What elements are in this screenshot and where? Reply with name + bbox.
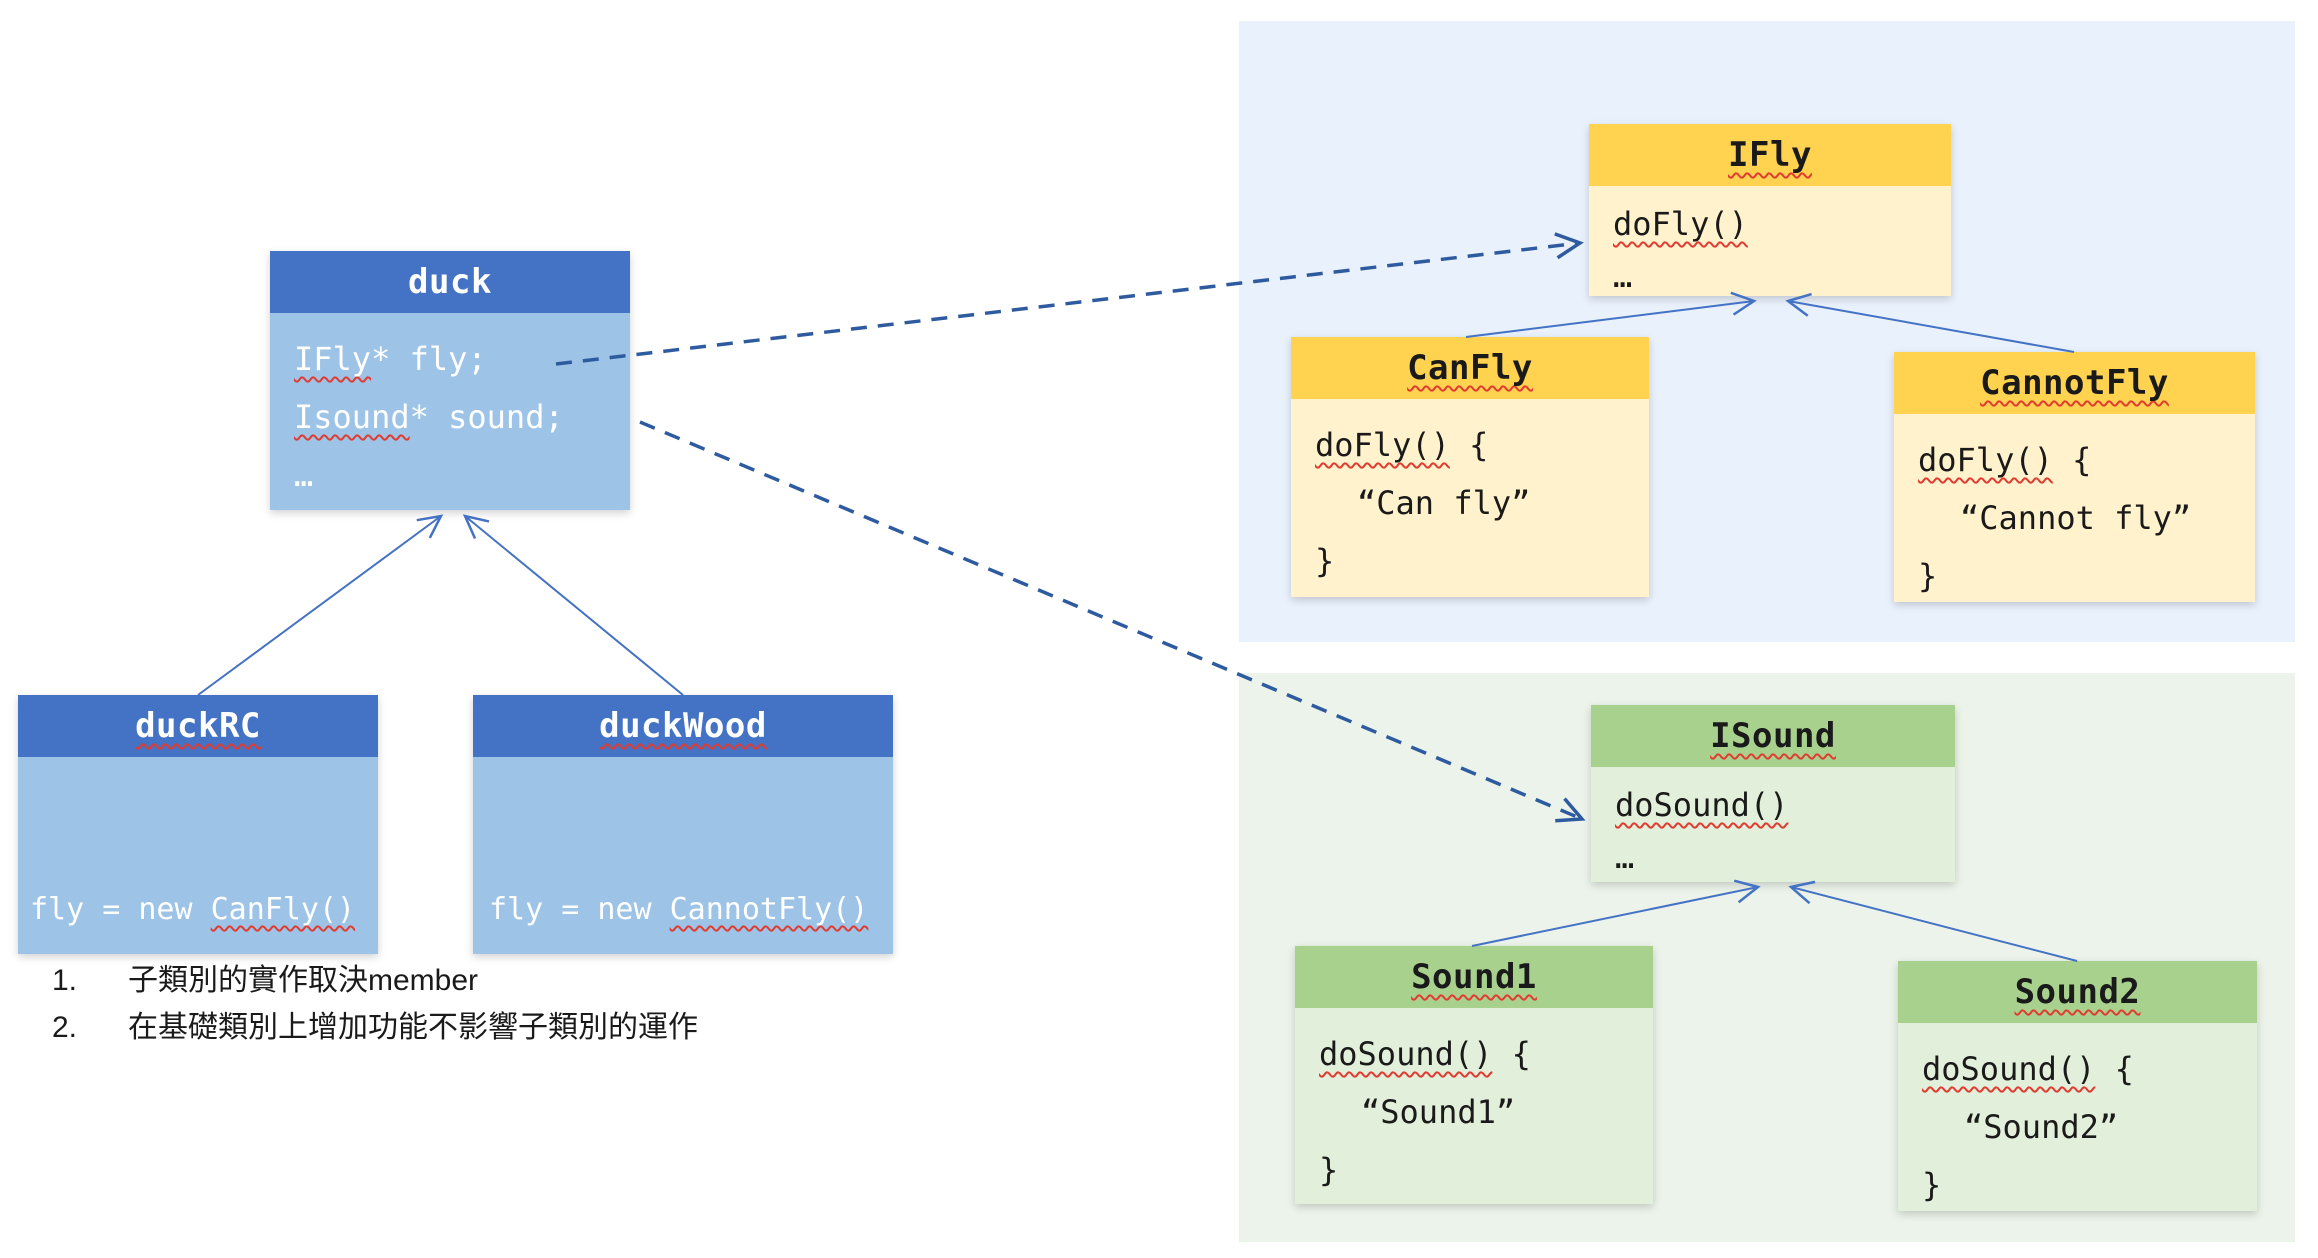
class-title-text: Sound1 bbox=[1411, 957, 1537, 997]
note-text: 在基礎類別上增加功能不影響子類別的運作 bbox=[128, 1010, 698, 1044]
class-box-sound2: Sound2 doSound() { “Sound2” } bbox=[1898, 961, 2257, 1211]
class-title-canfly: CanFly bbox=[1291, 337, 1649, 399]
class-title-text: duck bbox=[408, 262, 492, 302]
note-number: 1. bbox=[52, 964, 78, 997]
inheritance-arrow-duckwood-duck bbox=[462, 514, 684, 696]
code-token: Isound bbox=[294, 398, 410, 436]
class-title-text: IFly bbox=[1728, 135, 1812, 175]
code-line: doFly() { bbox=[1315, 421, 1625, 469]
class-title-cannotfly: CannotFly bbox=[1894, 352, 2255, 414]
code-line: } bbox=[1918, 557, 1938, 595]
code-line: … bbox=[1613, 257, 1633, 295]
class-title-text: duckRC bbox=[135, 706, 261, 746]
note-item-1: 1. 子類別的實作取決member bbox=[52, 958, 698, 1005]
class-box-canfly: CanFly doFly() { “Can fly” } bbox=[1291, 337, 1649, 597]
class-body-duckwood: fly = new CannotFly() bbox=[473, 757, 893, 954]
class-title-sound1: Sound1 bbox=[1295, 946, 1653, 1008]
code-token: CanFly() bbox=[210, 892, 356, 927]
code-line: “Sound2” bbox=[1964, 1108, 2119, 1146]
code-line: IFly* fly; bbox=[294, 335, 606, 383]
code-line: doSound() bbox=[1615, 781, 1931, 829]
class-title-text: ISound bbox=[1710, 716, 1836, 756]
class-box-ifly: IFly doFly() … bbox=[1589, 124, 1951, 296]
code-line: … bbox=[294, 456, 314, 494]
code-line: “Can fly” bbox=[1357, 484, 1531, 522]
code-token: doFly() bbox=[1315, 426, 1450, 464]
code-token: fly = new bbox=[489, 892, 670, 927]
class-box-duck: duck IFly* fly; Isound* sound; … bbox=[270, 251, 630, 510]
class-title-duckwood: duckWood bbox=[473, 695, 893, 757]
inheritance-arrow-duckrc-duck bbox=[197, 514, 444, 696]
class-body-isound: doSound() … bbox=[1591, 767, 1955, 882]
class-box-duckrc: duckRC fly = new CanFly() bbox=[18, 695, 378, 954]
code-line: fly = new CannotFly() bbox=[489, 887, 885, 932]
class-title-duck: duck bbox=[270, 251, 630, 313]
class-title-sound2: Sound2 bbox=[1898, 961, 2257, 1023]
code-line: } bbox=[1922, 1166, 1942, 1204]
class-title-isound: ISound bbox=[1591, 705, 1955, 767]
code-token: doSound() bbox=[1615, 786, 1789, 824]
code-token: doFly() bbox=[1918, 441, 2053, 479]
class-body-duck: IFly* fly; Isound* sound; … bbox=[270, 313, 630, 510]
code-token: doSound() bbox=[1319, 1035, 1493, 1073]
class-title-text: CannotFly bbox=[1980, 363, 2169, 403]
code-line: doSound() { bbox=[1319, 1030, 1629, 1078]
code-token: { bbox=[1492, 1035, 1531, 1073]
code-line: } bbox=[1315, 542, 1335, 580]
code-token: { bbox=[2052, 441, 2092, 479]
code-token: CannotFly() bbox=[669, 892, 869, 927]
note-text: 子類別的實作取決member bbox=[128, 964, 479, 997]
class-title-duckrc: duckRC bbox=[18, 695, 378, 757]
code-token: doFly() bbox=[1613, 205, 1748, 243]
code-line: doFly() bbox=[1613, 200, 1927, 248]
class-title-text: duckWood bbox=[599, 706, 767, 746]
note-item-2: 2. 在基礎類別上增加功能不影響子類別的運作 bbox=[52, 1005, 698, 1052]
code-line: fly = new CanFly() bbox=[30, 887, 370, 932]
class-title-text: CanFly bbox=[1407, 348, 1533, 388]
note-number: 2. bbox=[52, 1010, 78, 1044]
class-body-duckrc: fly = new CanFly() bbox=[18, 757, 378, 954]
code-line: Isound* sound; bbox=[294, 393, 606, 441]
class-title-ifly: IFly bbox=[1589, 124, 1951, 186]
code-token: { bbox=[2095, 1050, 2134, 1088]
code-token: * sound; bbox=[409, 398, 564, 436]
code-line: doSound() { bbox=[1922, 1045, 2233, 1093]
class-box-isound: ISound doSound() … bbox=[1591, 705, 1955, 882]
code-token: * fly; bbox=[371, 340, 487, 378]
class-title-text: Sound2 bbox=[2014, 972, 2141, 1012]
code-line: … bbox=[1615, 838, 1635, 876]
code-line: doFly() { bbox=[1918, 436, 2231, 484]
class-box-cannotfly: CannotFly doFly() { “Cannot fly” } bbox=[1894, 352, 2255, 602]
class-body-sound1: doSound() { “Sound1” } bbox=[1295, 1008, 1653, 1204]
code-token: IFly bbox=[294, 340, 372, 378]
code-line: “Cannot fly” bbox=[1960, 499, 2192, 537]
code-token: { bbox=[1449, 426, 1489, 464]
class-body-ifly: doFly() … bbox=[1589, 186, 1951, 296]
class-body-sound2: doSound() { “Sound2” } bbox=[1898, 1023, 2257, 1211]
code-token: fly = new bbox=[30, 892, 211, 927]
code-line: “Sound1” bbox=[1361, 1093, 1516, 1131]
class-body-canfly: doFly() { “Can fly” } bbox=[1291, 399, 1649, 597]
code-token: doSound() bbox=[1922, 1050, 2096, 1088]
class-box-duckwood: duckWood fly = new CannotFly() bbox=[473, 695, 893, 954]
code-line: } bbox=[1319, 1151, 1339, 1189]
class-body-cannotfly: doFly() { “Cannot fly” } bbox=[1894, 414, 2255, 602]
notes-list: 1. 子類別的實作取決member 2. 在基礎類別上增加功能不影響子類別的運作 bbox=[52, 958, 698, 1051]
class-box-sound1: Sound1 doSound() { “Sound1” } bbox=[1295, 946, 1653, 1204]
